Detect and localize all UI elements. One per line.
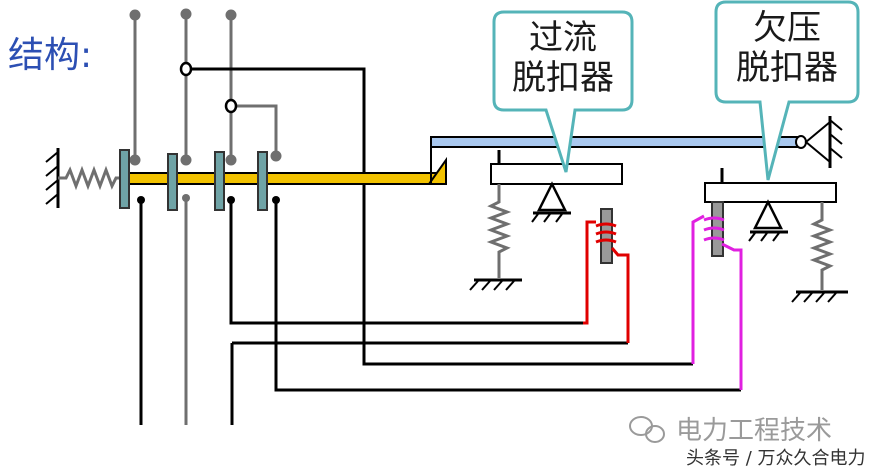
overcurrent-label-line1: 过流 (529, 18, 597, 58)
overcurrent-coil (583, 220, 630, 343)
undervoltage-release-mechanism (704, 168, 848, 303)
undervoltage-label-line1: 欠压 (753, 8, 821, 48)
return-spring (58, 165, 124, 191)
upper-terminals (129, 8, 282, 166)
overcurrent-release-mechanism (469, 150, 623, 291)
watermark-brand: 电力工程技术 (676, 416, 833, 446)
lower-terminal-grey-dot (182, 194, 190, 202)
control-wiring (139, 67, 741, 425)
junction-node (179, 61, 193, 77)
left-wall-anchor (45, 148, 60, 208)
overcurrent-callout-bubble (492, 10, 634, 173)
lower-terminals (137, 196, 280, 204)
undervoltage-callout-bubble (714, 0, 860, 181)
wechat-icon (629, 416, 665, 443)
moving-contacts (119, 149, 268, 211)
watermark-source: 头条号 / 万众久合电力 (686, 448, 866, 469)
overcurrent-label-line2: 脱扣器 (512, 58, 614, 98)
undervoltage-coil (691, 214, 743, 390)
undervoltage-release-label: 欠压 脱扣器 (722, 8, 852, 88)
trip-bar (430, 116, 843, 185)
junction-node (224, 98, 238, 114)
page-title: 结构: (8, 35, 93, 76)
overcurrent-release-label: 过流 脱扣器 (500, 18, 626, 98)
undervoltage-label-line2: 脱扣器 (736, 48, 838, 88)
